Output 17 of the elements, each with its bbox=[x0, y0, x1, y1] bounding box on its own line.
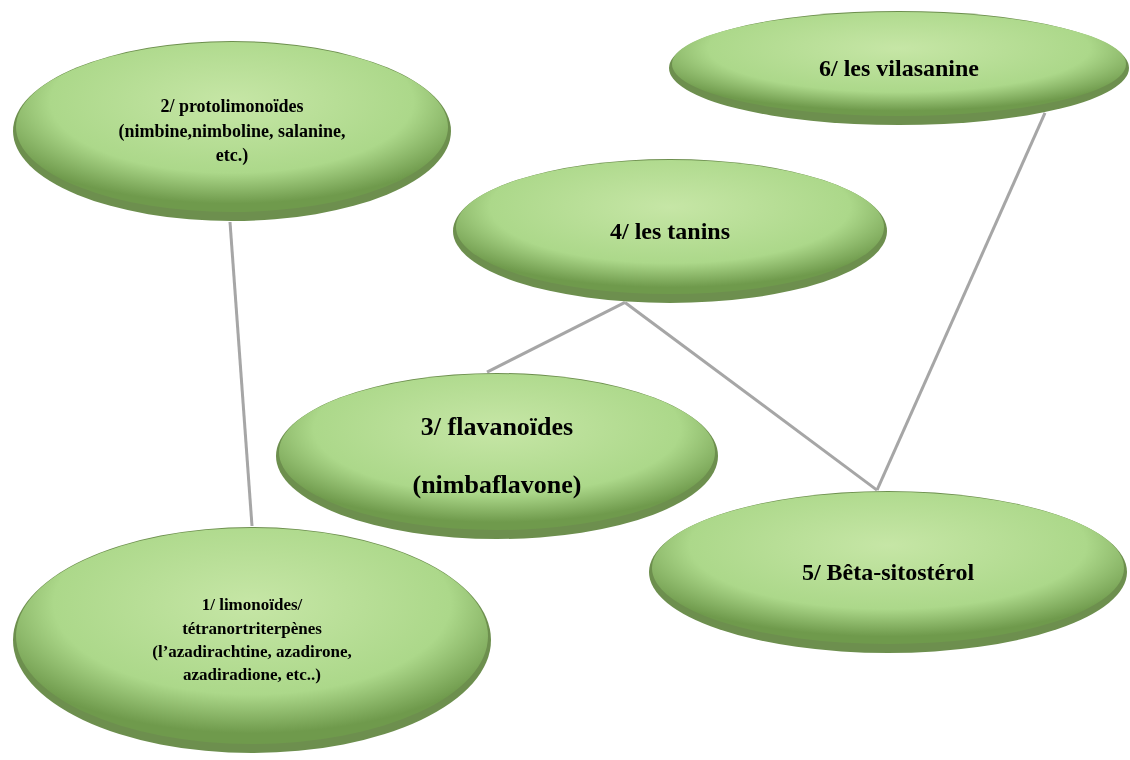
ellipse-node bbox=[275, 372, 719, 540]
node-text: (nimbaflavone) bbox=[412, 469, 582, 501]
node-text: 2/ protolimonoïdes (nimbine,nimboline, salanine, etc.) bbox=[117, 94, 347, 168]
node-text: 4/ les tanins bbox=[610, 216, 730, 246]
node-text: 3/ flavanoïdes bbox=[420, 411, 574, 444]
connector-line bbox=[486, 301, 626, 374]
ellipse-node bbox=[12, 526, 492, 754]
node-text: 6/ les vilasanine bbox=[819, 53, 979, 83]
connector-line bbox=[624, 301, 878, 492]
ellipse-node bbox=[452, 158, 888, 304]
ellipse-node bbox=[12, 40, 452, 222]
ellipse-node bbox=[648, 490, 1128, 654]
node-text: 1/ limonoïdes/ tétranortriterpènes (l’azadirachtine, azadirone, azadiradione, etc..) bbox=[151, 594, 353, 687]
connector-line bbox=[875, 112, 1047, 491]
connector-line bbox=[228, 221, 254, 527]
ellipse-node bbox=[668, 10, 1130, 126]
node-text: 5/ Bêta-sitostérol bbox=[801, 557, 975, 587]
